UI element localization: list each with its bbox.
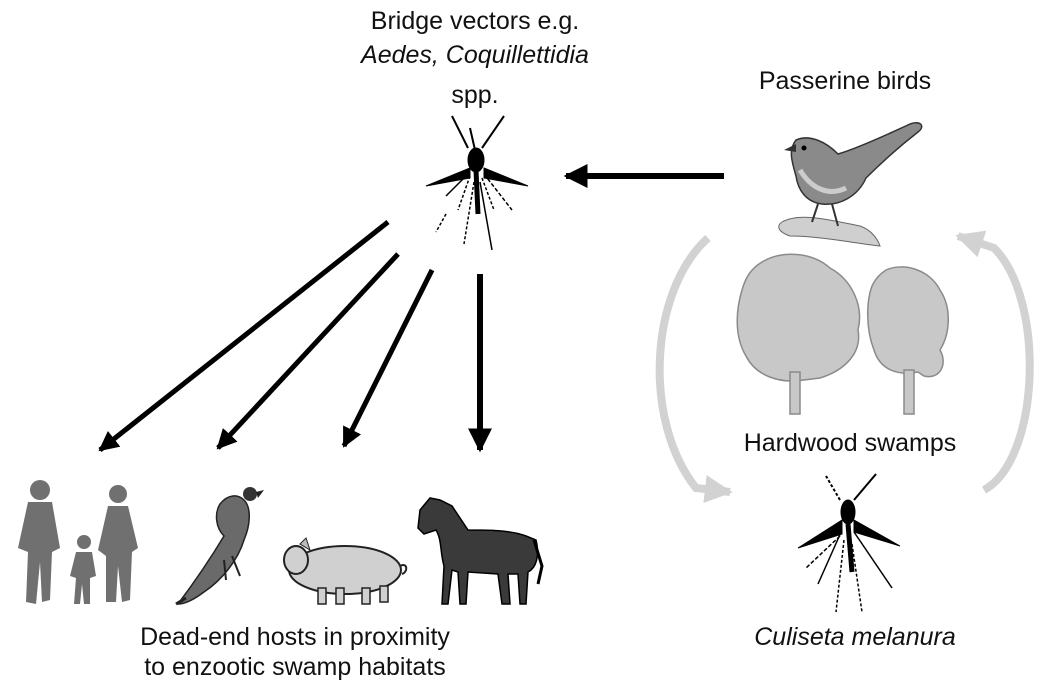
pheasant-icon [176,487,264,604]
pig-icon [284,538,406,604]
passerine-bird-icon [779,123,922,246]
hardwood-tree-right-icon [868,267,949,414]
vector-to-human-arrow [100,222,388,450]
human-family-icon [18,480,138,604]
horse-icon [418,498,542,604]
hardwood-tree-left-icon [737,254,859,414]
culiseta-mosquito-icon [798,474,900,612]
cycle-arrow-right [958,236,1030,490]
bridge-vector-mosquito-icon [426,116,528,250]
cycle-arrow-left [660,238,730,492]
